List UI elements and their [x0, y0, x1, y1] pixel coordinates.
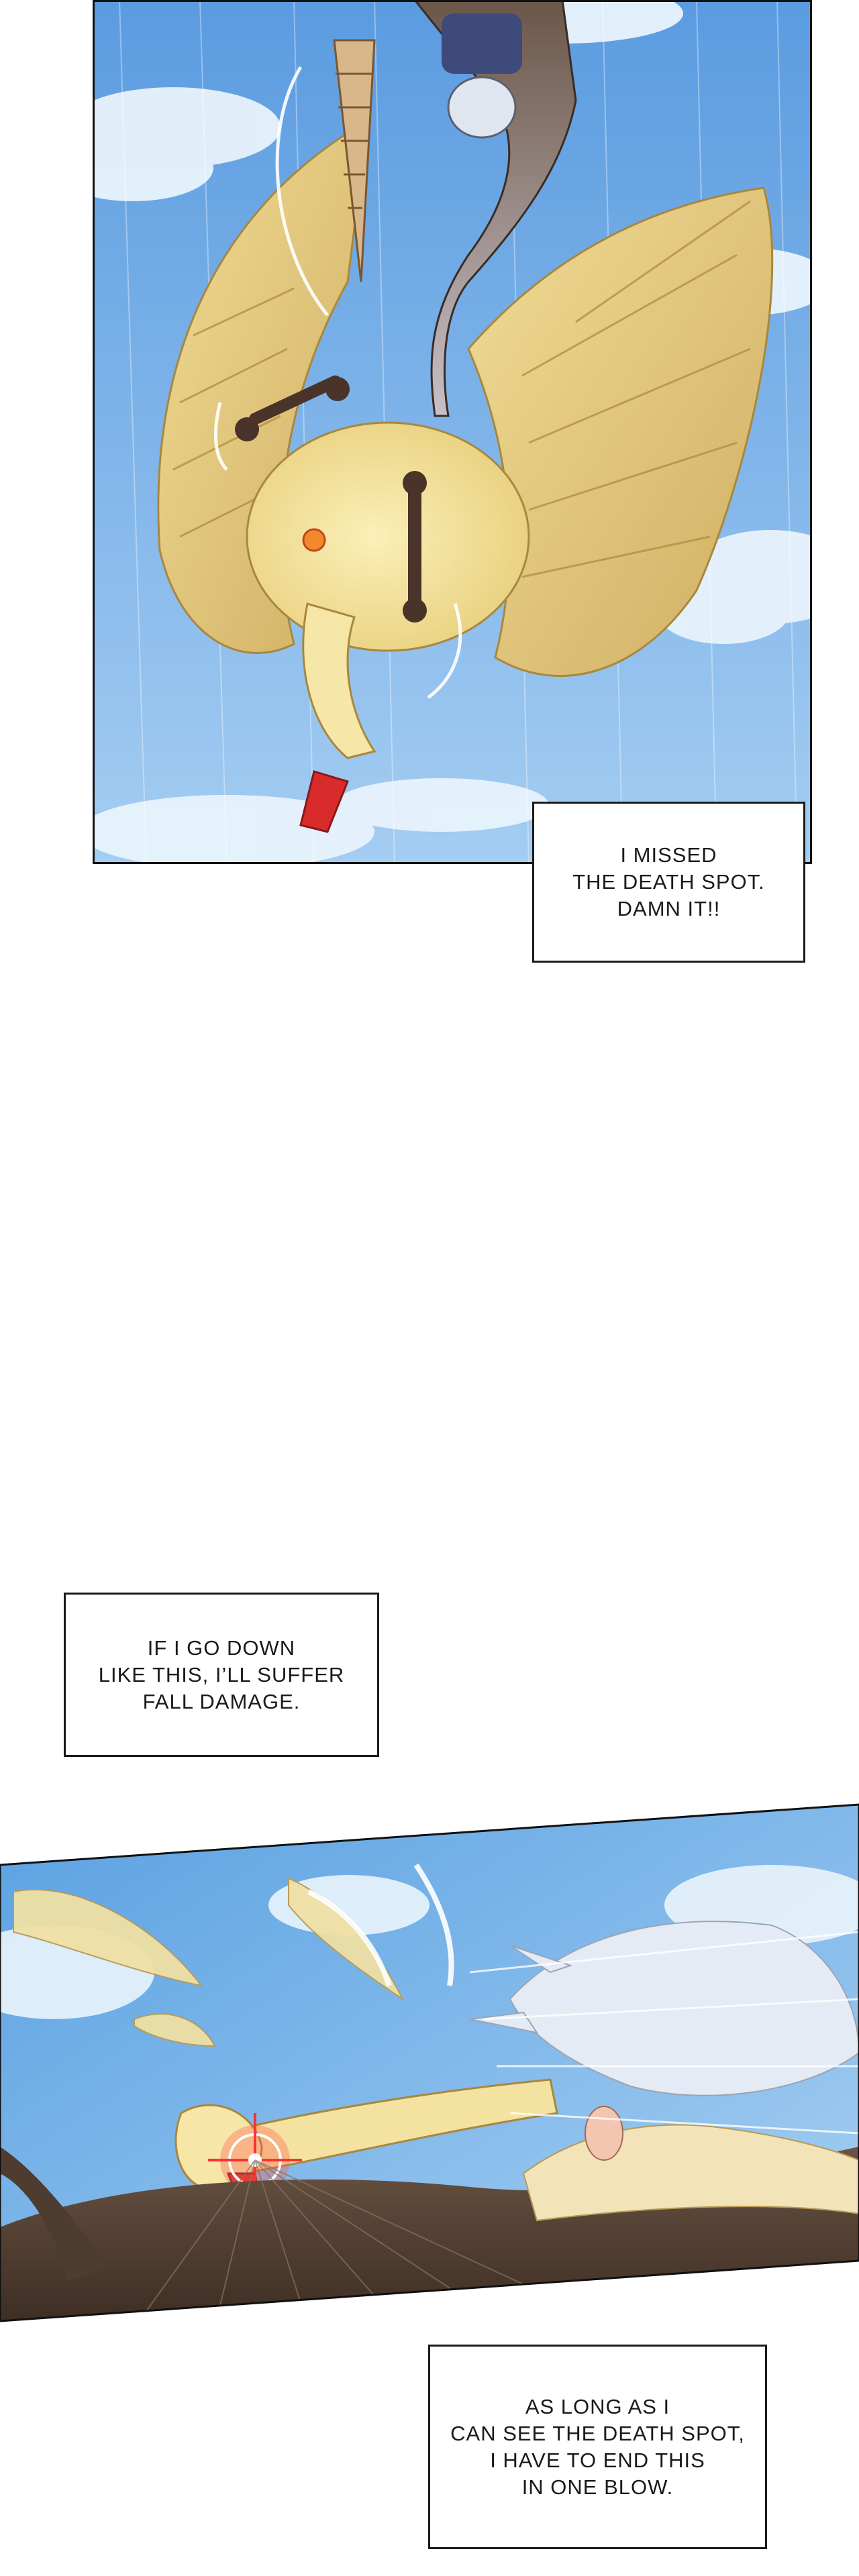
character-cloaked	[413, 0, 577, 417]
caption-line: CAN SEE THE DEATH SPOT,	[450, 2421, 745, 2445]
panel-border	[93, 0, 812, 864]
bird-legs	[235, 375, 427, 623]
caption-line: I HAVE TO END THIS	[490, 2448, 705, 2472]
caption-text-fall-damage: IF I GO DOWN LIKE THIS, I’LL SUFFER FALL…	[99, 1635, 345, 1715]
caption-box-fall-damage: IF I GO DOWN LIKE THIS, I’LL SUFFER FALL…	[64, 1593, 379, 1757]
speed-streaks	[469, 1931, 859, 2135]
caption-line: I MISSED	[620, 843, 717, 867]
caption-box-one-blow: AS LONG AS I CAN SEE THE DEATH SPOT, I H…	[428, 2345, 767, 2549]
cloak-tail	[0, 2147, 107, 2281]
bird-neck	[219, 2078, 558, 2175]
bird-neck	[302, 602, 376, 759]
caption-line: AS LONG AS I	[525, 2394, 670, 2418]
death-spot-marker	[302, 528, 326, 552]
caption-line: IN ONE BLOW.	[521, 2475, 674, 2499]
panel-bird-falling	[93, 0, 812, 864]
caption-text-one-blow: AS LONG AS I CAN SEE THE DEATH SPOT, I H…	[450, 2394, 745, 2501]
action-strike-artwork	[0, 1803, 859, 2322]
caption-line: IF I GO DOWN	[147, 1635, 296, 1660]
bird-body	[246, 421, 530, 652]
motion-arcs	[214, 66, 462, 699]
caption-text-missed: I MISSED THE DEATH SPOT. DAMN IT!!	[572, 842, 765, 922]
feathers	[13, 1877, 405, 2047]
caption-line: LIKE THIS, I’LL SUFFER	[98, 1662, 345, 1686]
bird-falling-artwork	[93, 0, 812, 864]
drill-weapon	[333, 39, 376, 282]
panel-action-strike	[0, 1798, 859, 2328]
character-hair	[447, 76, 517, 139]
character-hand	[585, 2106, 623, 2161]
bird-beak	[299, 770, 350, 833]
caption-line: FALL DAMAGE.	[142, 1689, 301, 1713]
caption-box-missed: I MISSED THE DEATH SPOT. DAMN IT!!	[532, 802, 805, 963]
caption-line: DAMN IT!!	[617, 897, 721, 920]
bird-left-wing	[157, 119, 369, 654]
panel-border	[0, 1803, 859, 2322]
caption-line: THE DEATH SPOT.	[572, 870, 765, 894]
